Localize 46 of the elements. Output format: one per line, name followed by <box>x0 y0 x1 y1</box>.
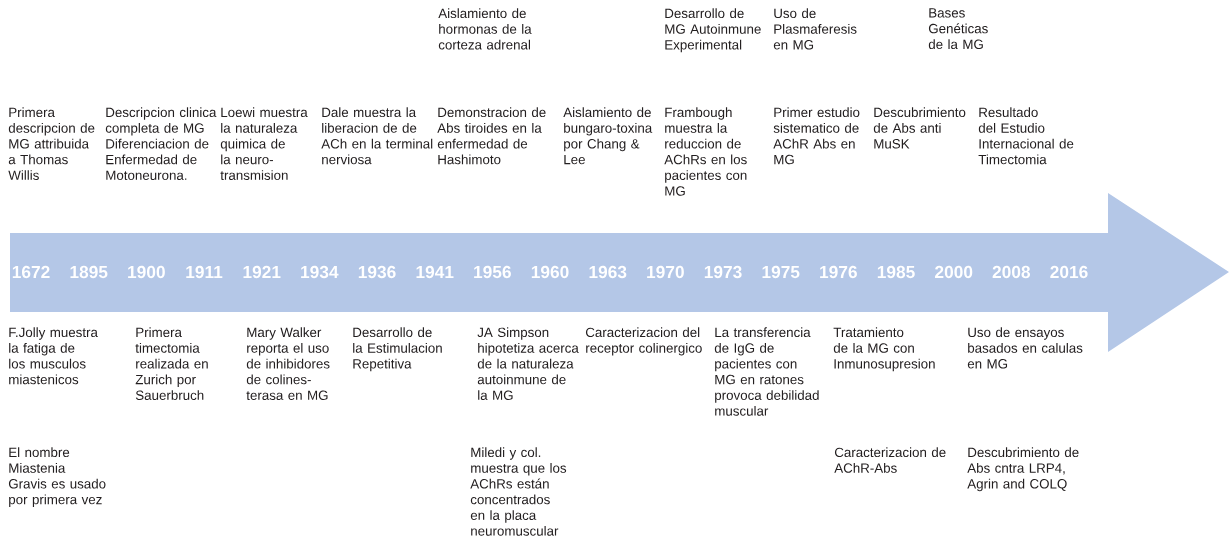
event-text: Primera timectomia realizada en Zurich por Sauerbruch <box>135 327 208 400</box>
event-text: Bases Genéticas de la MG <box>928 8 988 50</box>
event-text: Primera descripcion de MG attribuida a Thomas Willis <box>8 107 95 180</box>
event-text: El nombre Miastenia Gravis es usado por primera vez <box>8 447 106 507</box>
event-text: La transferencia de IgG de pacientes con MG en ratones provoca debilidad muscular <box>714 327 819 416</box>
year-label: 1911 <box>186 265 223 279</box>
year-label: 1970 <box>647 265 684 279</box>
event-text: Loewi muestra la naturaleza quimica de la neuro-transmision <box>220 107 308 180</box>
event-text: Caracterizacion del receptor colinergico <box>585 327 702 356</box>
event-text: Uso de Plasmaferesis en MG <box>773 8 857 50</box>
event-text: Descripcion clinica completa de MG Diferenciacion de Enfermedad de Motoneurona. <box>105 107 217 180</box>
event-text: F.Jolly muestra la fatiga de los musculos miastenicos <box>9 327 98 385</box>
event-text: Resultado del Estudio Internacional de Timectomia <box>978 107 1074 165</box>
event-text: Demonstracion de Abs tiroides en la enfermedad de Hashimoto <box>437 107 546 165</box>
event-text: Uso de ensayos basados en calulas en MG <box>967 327 1083 369</box>
year-label: 1900 <box>128 265 165 279</box>
event-text: Primer estudio sistematico de AChR Abs en MG <box>773 107 860 165</box>
year-label: 1973 <box>704 265 742 279</box>
year-label: 1960 <box>531 265 569 279</box>
event-text: Descubrimiento de Abs anti MuSK <box>873 107 966 149</box>
year-label: 1672 <box>12 265 50 279</box>
event-text: Dale muestra la liberacion de de ACh en la terminal nerviosa <box>321 107 433 165</box>
year-label: 1934 <box>301 265 339 279</box>
event-text: Descubrimiento de Abs cntra LRP4, Agrin and COLQ <box>967 447 1079 492</box>
event-text: Mary Walker reporta el uso de inhibidores de colines-terasa en MG <box>246 327 330 400</box>
year-label: 1921 <box>243 265 281 279</box>
year-label: 1963 <box>589 265 627 279</box>
event-text: Desarrollo de la Estimulacion Repetitiva <box>353 327 442 372</box>
year-label: 1895 <box>70 265 108 279</box>
year-label: 1976 <box>820 265 857 279</box>
event-text: Caracterizacion de AChR-Abs <box>834 447 946 473</box>
year-label: 1956 <box>474 265 511 279</box>
event-text: Tratamiento de la MG con Inmunosupresion <box>833 327 935 372</box>
year-label: 2008 <box>992 265 1031 279</box>
event-text: JA Simpson hipotetiza acerca de la naturaleza autoinmune de la MG <box>477 327 579 400</box>
year-label: 2000 <box>935 265 973 279</box>
event-text: Aislamiento de hormonas de la corteza adrenal <box>438 8 532 50</box>
year-label: 2016 <box>1050 265 1088 279</box>
event-text: Aislamiento de bungaro-toxina por Chang & Lee <box>563 107 653 165</box>
event-text: Frambough muestra la reduccion de AChRs en los pacientes con MG <box>664 107 747 196</box>
year-label: 1936 <box>358 265 396 279</box>
year-label: 1985 <box>877 265 915 279</box>
event-text: Miledi y col. muestra que los AChRs están concentrados en la placa neuromuscular <box>470 447 567 536</box>
event-text: Desarrollo de MG Autoinmune Experimental <box>665 8 761 53</box>
year-label: 1941 <box>416 265 454 279</box>
year-label: 1975 <box>762 265 800 279</box>
